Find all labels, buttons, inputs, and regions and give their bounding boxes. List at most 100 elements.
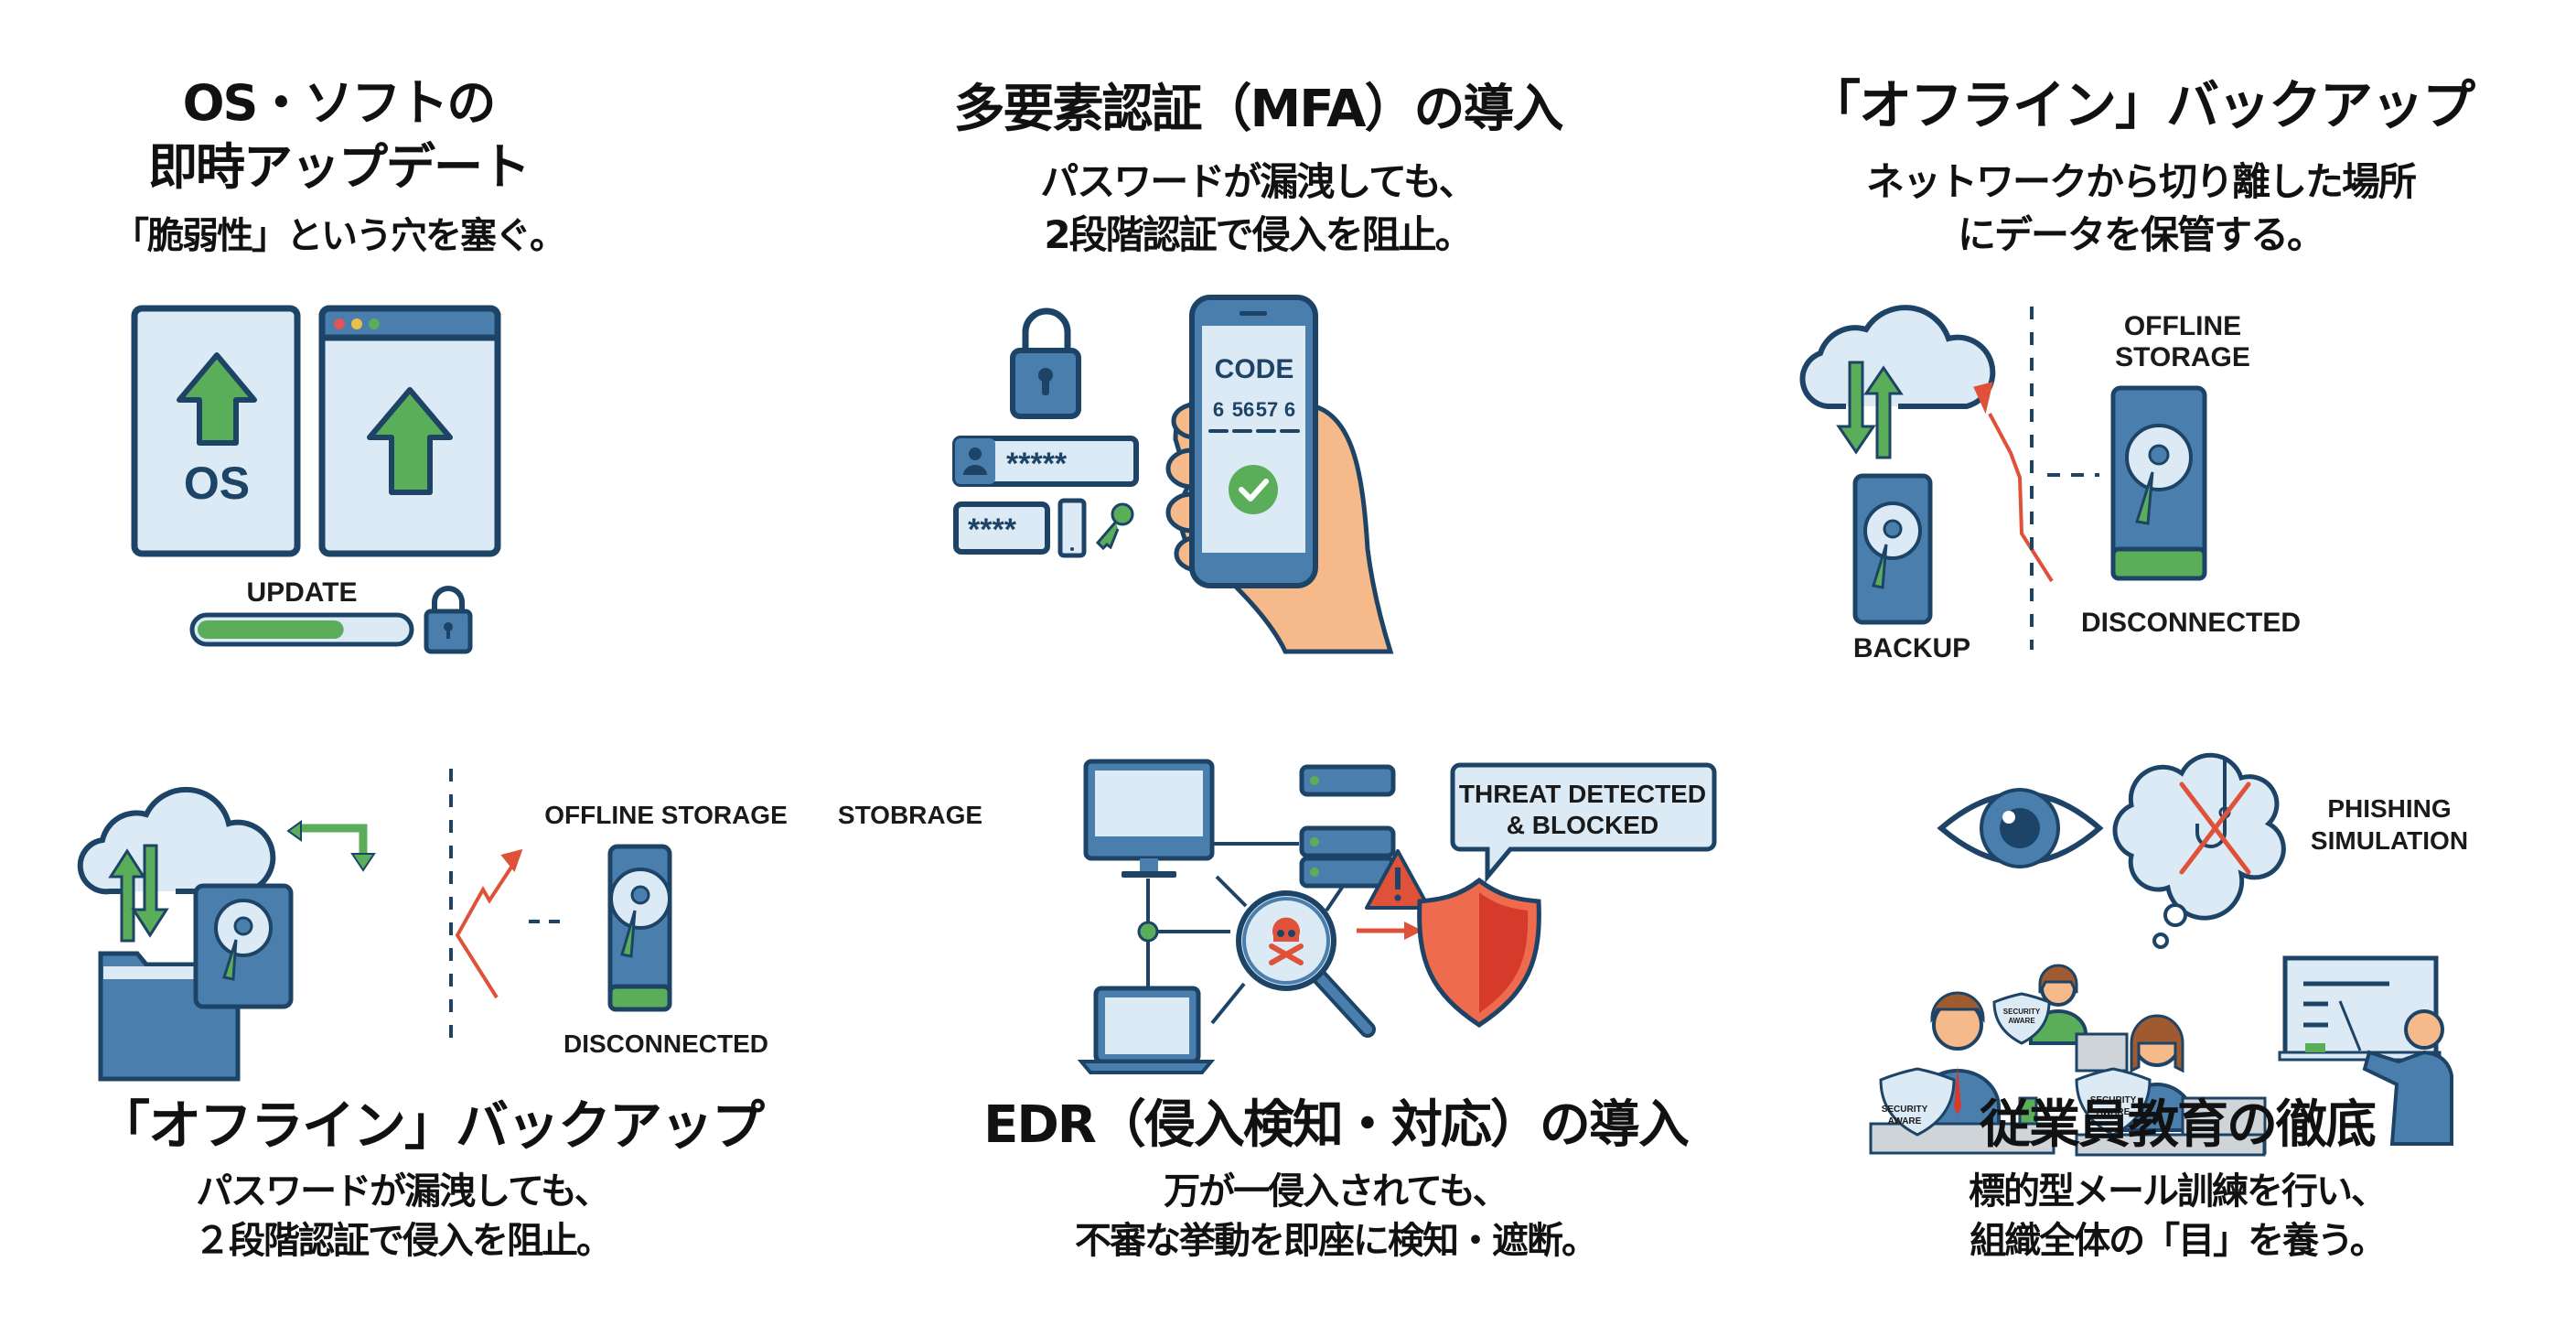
panel-title: 従業員教育の徹底	[1866, 1094, 2488, 1158]
code-digit: 56	[1232, 398, 1254, 421]
coffee-cup-icon	[2018, 1096, 2038, 1126]
presenter-icon	[2338, 1000, 2453, 1146]
magnifier-skull-icon	[1236, 890, 1376, 1038]
smartphone-icon: CODE 6 56 57 6	[1189, 295, 1318, 588]
panel-subtitle: ネットワークから切り離した場所 にデータを保管する。	[1784, 156, 2497, 262]
badge-label: AWARE	[1888, 1116, 1922, 1127]
attack-arrow-icon	[455, 864, 514, 999]
phishing-label: PHISHING	[2327, 794, 2451, 823]
phishing-label: SIMULATION	[2311, 826, 2468, 855]
panel-title: 多要素認証（MFA）の導入	[823, 78, 1692, 142]
password-mask-1: *****	[1006, 447, 1068, 481]
badge-label: SECURITY	[2003, 1008, 2041, 1016]
title-line: 多要素認証（MFA）の導入	[953, 80, 1564, 139]
offline-drive-icon	[2110, 385, 2207, 581]
laptop-screen	[2075, 1032, 2129, 1073]
password-field-pin: ****	[953, 501, 1050, 555]
subtitle-line: ２段階認証で侵入を阻止。	[194, 1220, 613, 1262]
transfer-arrow-icon	[286, 820, 376, 872]
warning-icon	[1365, 849, 1431, 910]
eye-icon	[1937, 788, 2104, 868]
threat-label: & BLOCKED	[1507, 811, 1658, 839]
crossed-hook-icon	[2179, 760, 2251, 875]
network-node	[1137, 921, 1159, 943]
password-mask-2: ****	[968, 512, 1017, 547]
stray-label: STOBRAGE	[838, 801, 982, 829]
security-badge: SECURITY AWARE	[1879, 1067, 1956, 1137]
subtitle-line: 標的型メール訓練を行い、	[1969, 1170, 2388, 1213]
subtitle-line: ネットワークから切り離した場所	[1865, 159, 2417, 204]
server-icon	[1299, 764, 1396, 889]
code-digit: 6	[1284, 398, 1295, 421]
window-dot-green	[369, 318, 380, 329]
title-line: OS・ソフトの	[182, 74, 497, 132]
threat-bubble: THREAT DETECTED & BLOCKED	[1450, 762, 1717, 883]
badge-label: SECURITY	[1882, 1105, 1928, 1115]
offline-storage-label: STORAGE	[2115, 342, 2250, 372]
title-line: 従業員教育の徹底	[1980, 1095, 2377, 1155]
skull-icon	[1269, 917, 1304, 965]
subtitle-line: パスワードが漏洩しても、	[196, 1170, 611, 1213]
panel-subtitle: パスワードが漏洩しても、 2段階認証で侵入を阻止。	[896, 156, 1619, 262]
monitor-icon	[1083, 759, 1215, 878]
subtitle-line: 不審な挙動を即座に検知・遮断。	[1075, 1220, 1598, 1262]
key-icon	[1095, 502, 1134, 551]
offline-drive-icon	[607, 844, 672, 1012]
os-window-icon: OS	[131, 305, 301, 557]
panel-title: EDR（侵入検知・対応）の導入	[970, 1094, 1701, 1158]
progress-fill	[198, 620, 344, 639]
badge-label: AWARE	[2008, 1017, 2035, 1025]
laptop-icon	[1077, 986, 1216, 1074]
subtitle-line: パスワードが漏洩しても、	[1040, 159, 1476, 204]
disconnected-label: DISCONNECTED	[564, 1030, 768, 1058]
checkmark-icon	[1229, 465, 1278, 514]
offline-storage-label: OFFLINE	[2124, 311, 2241, 341]
password-field-user: *****	[952, 436, 1139, 487]
code-digit: 57	[1256, 398, 1278, 421]
title-line: 「オフライン」バックアップ	[1807, 74, 2475, 136]
offline-storage-label: OFFLINE STORAGE	[544, 801, 788, 829]
padlock-icon	[1010, 307, 1081, 419]
progress-bar	[189, 612, 414, 647]
phone-icon	[1057, 498, 1087, 558]
up-arrow-icon	[177, 352, 257, 446]
security-badge: SECURITY AWARE	[2075, 1067, 2152, 1137]
padlock-icon	[424, 586, 473, 654]
arrow-icon	[1357, 922, 1422, 940]
panel-subtitle: 標的型メール訓練を行い、 組織全体の「目」を養う。	[1894, 1167, 2461, 1266]
thought-bubble-icon	[2112, 752, 2286, 949]
subtitle-line: 2段階認証で侵入を阻止。	[1044, 212, 1473, 257]
subtitle-line: 万が一侵入されても、	[1164, 1170, 1509, 1213]
desk	[1869, 1122, 2266, 1157]
subtitle-line: 組織全体の「目」を養う。	[1970, 1220, 2387, 1262]
sync-arrows-icon	[1836, 361, 1904, 459]
hard-drive-icon	[193, 883, 294, 1009]
panel-title: OS・ソフトの 即時アップデート	[101, 71, 576, 199]
hard-drive-icon	[1852, 473, 1933, 625]
panel-subtitle: 万が一侵入されても、 不審な挙動を即座に検知・遮断。	[1034, 1167, 1637, 1266]
up-arrow-icon	[367, 387, 453, 495]
badge-label: SECURITY	[2090, 1095, 2137, 1105]
title-line: 「オフライン」バックアップ	[96, 1094, 765, 1157]
sync-arrows-icon	[108, 844, 169, 943]
backup-label: BACKUP	[1853, 633, 1970, 663]
code-label: CODE	[1215, 354, 1294, 384]
security-badge: SECURITY AWARE	[1992, 992, 2051, 1045]
panel-subtitle: 「脆弱性」という穴を塞ぐ。	[55, 210, 622, 262]
code-digit: 6	[1213, 398, 1224, 421]
window-dot-red	[334, 318, 345, 329]
subtitle-line: にデータを保管する。	[1957, 212, 2325, 257]
browser-window-icon	[318, 305, 501, 557]
badge-label: AWARE	[2097, 1107, 2131, 1117]
panel-title: 「オフライン」バックアップ	[1766, 73, 2516, 137]
title-line: 即時アップデート	[148, 138, 531, 196]
shield-icon	[1417, 877, 1541, 1028]
user-icon	[963, 447, 987, 475]
panel-subtitle: パスワードが漏洩しても、 ２段階認証で侵入を阻止。	[137, 1167, 668, 1266]
